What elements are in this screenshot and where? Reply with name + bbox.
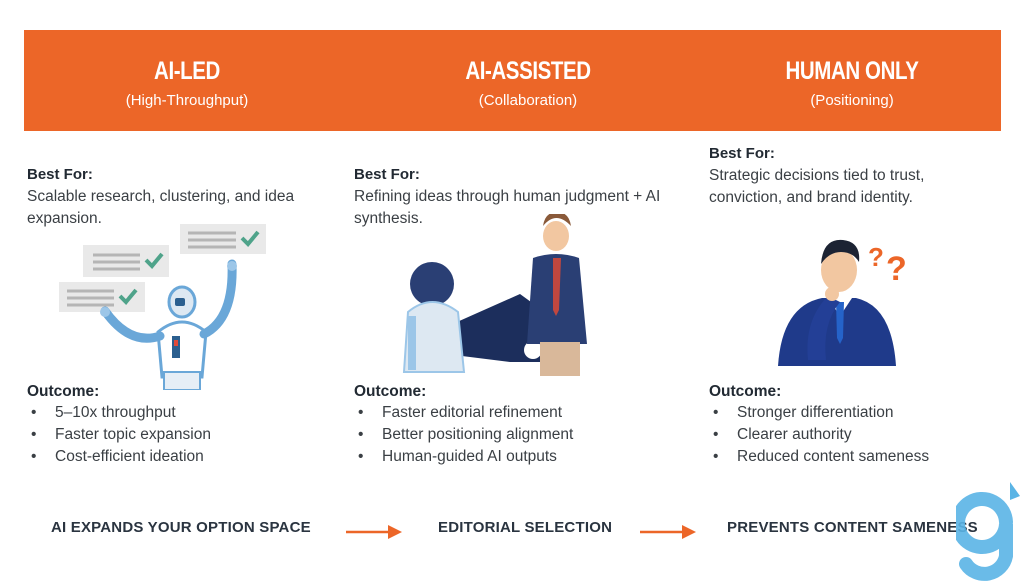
right-arrow-icon	[346, 525, 402, 539]
outcome-label: Outcome:	[354, 383, 427, 400]
best-for-text: Scalable research, clustering, and idea …	[27, 188, 295, 227]
list-item: Better positioning alignment	[354, 424, 573, 446]
checklist-card-icon	[59, 282, 145, 312]
column-title: AI-LED	[154, 57, 220, 85]
best-for-label: Best For:	[27, 166, 93, 183]
svg-text:?: ?	[886, 250, 907, 288]
question-marks-icon: ? ?	[868, 242, 907, 288]
column-subtitle: (Positioning)	[810, 92, 894, 109]
header-banner: AI-LED (High-Throughput) AI-ASSISTED (Co…	[24, 30, 1001, 131]
column-subtitle: (High-Throughput)	[125, 92, 249, 109]
best-for-text: Strategic decisions tied to trust, convi…	[709, 167, 925, 206]
list-item: Faster editorial refinement	[354, 402, 573, 424]
right-arrow-icon	[640, 525, 696, 539]
outcome-list: 5–10x throughput Faster topic expansion …	[27, 402, 211, 468]
column-header-ai-assisted: AI-ASSISTED (Collaboration)	[378, 56, 678, 112]
svg-text:?: ?	[868, 242, 884, 272]
list-item: Clearer authority	[709, 424, 929, 446]
outcome-label: Outcome:	[709, 383, 782, 400]
best-for-text: Refining ideas through human judgment + …	[354, 188, 661, 227]
list-item: Faster topic expansion	[27, 424, 211, 446]
robot-illustration	[59, 224, 266, 390]
best-for-label: Best For:	[709, 145, 775, 162]
thinking-man-illustration: ? ?	[778, 239, 907, 366]
column-header-ai-led: AI-LED (High-Throughput)	[37, 56, 337, 112]
list-item: Human-guided AI outputs	[354, 446, 573, 468]
list-item: Reduced content sameness	[709, 446, 929, 468]
best-for-label: Best For:	[354, 166, 420, 183]
list-item: Cost-efficient ideation	[27, 446, 211, 468]
outcome-label: Outcome:	[27, 383, 100, 400]
outcome-list: Faster editorial refinement Better posit…	[354, 402, 573, 468]
column-title: AI-ASSISTED	[465, 57, 591, 85]
flow-step-2: EDITORIAL SELECTION	[438, 519, 613, 536]
collaboration-illustration	[402, 214, 587, 376]
outcome-list: Stronger differentiation Clearer authori…	[709, 402, 929, 468]
checklist-card-icon	[83, 245, 169, 277]
column-header-human-only: HUMAN ONLY (Positioning)	[702, 56, 1002, 112]
checklist-card-icon	[180, 224, 266, 254]
flow-step-3: PREVENTS CONTENT SAMENESS	[727, 519, 978, 536]
column-title: HUMAN ONLY	[785, 57, 919, 85]
list-item: Stronger differentiation	[709, 402, 929, 424]
column-subtitle: (Collaboration)	[478, 92, 578, 109]
g-logo-icon	[956, 482, 1020, 581]
list-item: 5–10x throughput	[27, 402, 211, 424]
flow-step-1: AI EXPANDS YOUR OPTION SPACE	[51, 519, 311, 536]
